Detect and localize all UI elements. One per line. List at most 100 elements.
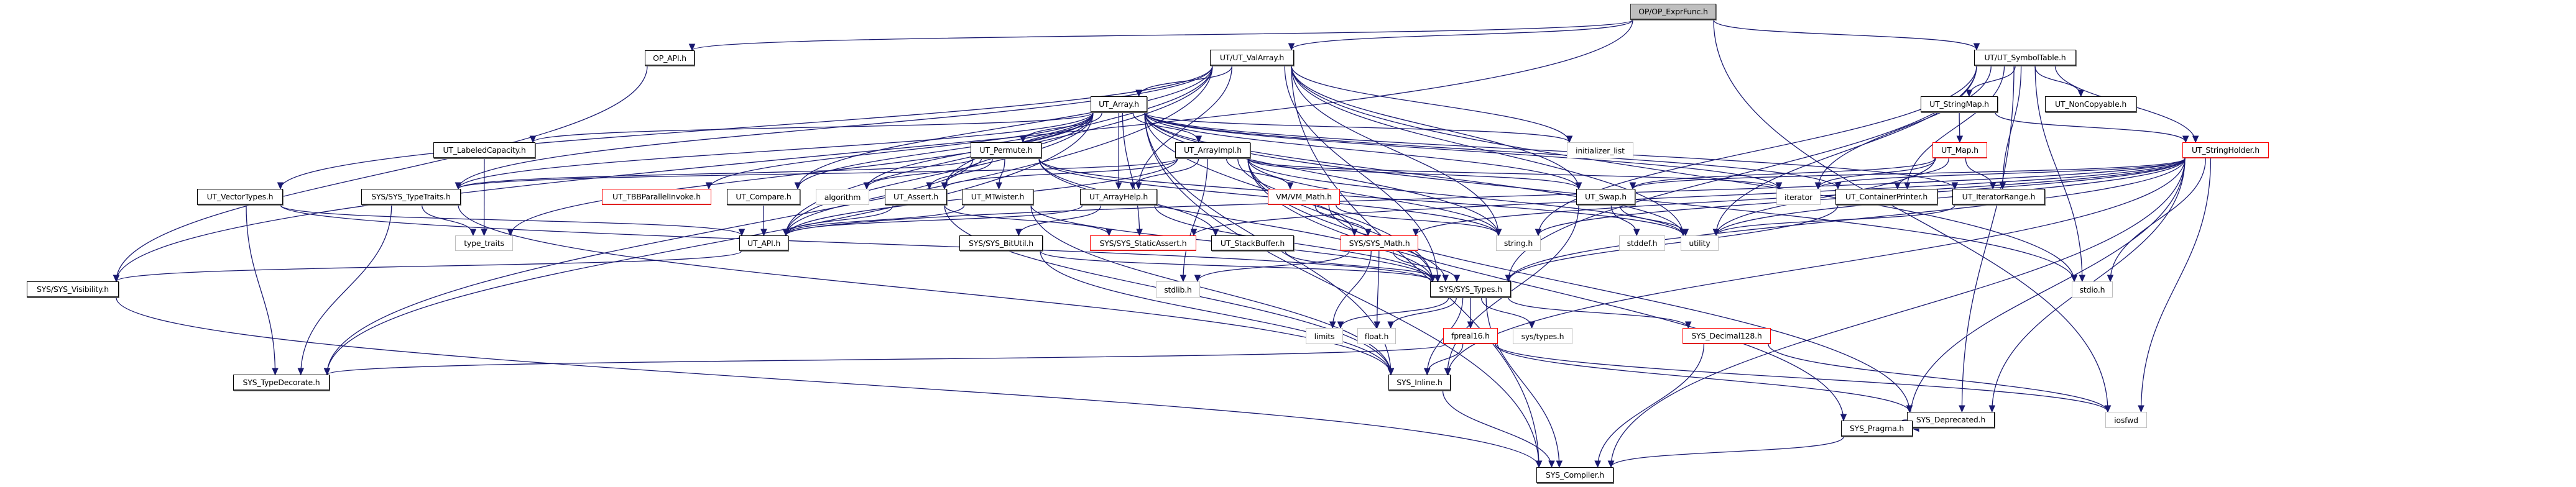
arrowhead-icon	[1442, 275, 1449, 283]
graph-node-systypes-h[interactable]: sys/types.h	[1513, 328, 1572, 344]
graph-node-initlist[interactable]: initializer_list	[1567, 142, 1633, 158]
arrowhead-icon	[1633, 229, 1640, 237]
graph-node-inline[interactable]: SYS_Inline.h	[1388, 375, 1451, 391]
edge-sys_types-to-systypes_h	[1480, 297, 1533, 329]
edge-contprinter-to-sys_types	[1508, 204, 1839, 282]
graph-node-assert[interactable]: UT_Assert.h	[885, 189, 947, 205]
graph-node-typetraits-h[interactable]: SYS/SYS_TypeTraits.h	[361, 189, 461, 205]
graph-node-ut-api[interactable]: UT_API.h	[739, 235, 788, 251]
graph-node-typedecorate[interactable]: SYS_TypeDecorate.h	[233, 375, 330, 391]
graph-node-op-api[interactable]: OP_API.h	[645, 50, 695, 66]
arrowhead-icon	[782, 229, 790, 237]
graph-node-string-h[interactable]: string.h	[1496, 235, 1541, 251]
edge-root-to-symtab	[1713, 19, 1977, 50]
arrowhead-icon	[2107, 275, 2114, 283]
graph-node-swap[interactable]: UT_Swap.h	[1576, 189, 1635, 205]
graph-node-algorithm[interactable]: algorithm	[816, 189, 869, 205]
arrowhead-icon	[2077, 89, 2084, 98]
graph-node-compare[interactable]: UT_Compare.h	[727, 189, 800, 205]
edge-valarray-to-compiler	[1291, 65, 1540, 468]
edge-ut_array-to-initlist	[1144, 112, 1570, 143]
graph-node-decimal128[interactable]: SYS_Decimal128.h	[1683, 328, 1771, 344]
graph-node-iosfwd[interactable]: iosfwd	[2105, 412, 2147, 428]
edge-root-to-op_api	[691, 19, 1633, 51]
arrowhead-icon	[1115, 182, 1122, 190]
graph-node-label: UT_ArrayImpl.h	[1183, 145, 1242, 155]
graph-node-vectortypes[interactable]: UT_VectorTypes.h	[197, 189, 283, 205]
edge-stringholder-to-compiler	[1610, 158, 2186, 468]
arrowhead-icon	[1434, 275, 1441, 283]
graph-node-limits[interactable]: limits	[1306, 328, 1343, 344]
graph-node-ut-map[interactable]: UT_Map.h	[1932, 142, 1987, 158]
graph-node-bitutil[interactable]: SYS/SYS_BitUtil.h	[959, 235, 1043, 251]
edge-ut_map-to-swap	[1632, 158, 1936, 189]
arrowhead-icon	[1337, 321, 1344, 329]
edge-arrayimpl-to-swap	[1247, 158, 1579, 189]
graph-node-mtwister[interactable]: UT_MTwister.h	[962, 189, 1033, 205]
graph-node-tbbinvoke[interactable]: UT_TBBParallelInvoke.h	[602, 189, 711, 205]
arrowhead-icon	[1956, 135, 1964, 143]
graph-node-sys-math[interactable]: SYS/SYS_Math.h	[1341, 235, 1418, 251]
graph-node-label: sys/types.h	[1521, 331, 1564, 341]
graph-node-stringmap[interactable]: UT_StringMap.h	[1921, 96, 1998, 112]
graph-node-pragma[interactable]: SYS_Pragma.h	[1841, 421, 1913, 437]
edge-ut_api-to-visibility	[116, 250, 742, 282]
graph-node-valarray[interactable]: UT/UT_ValArray.h	[1210, 50, 1294, 66]
edge-pragma-to-compiler	[1610, 436, 1844, 468]
graph-node-label: fpreal16.h	[1451, 331, 1490, 340]
graph-node-label: UT_IteratorRange.h	[1962, 192, 2036, 201]
graph-node-visibility[interactable]: SYS/SYS_Visibility.h	[27, 281, 119, 298]
arrowhead-icon	[1387, 321, 1394, 329]
arrowhead-icon	[1467, 321, 1474, 329]
graph-node-ut-array[interactable]: UT_Array.h	[1091, 96, 1147, 112]
graph-node-arrayimpl[interactable]: UT_ArrayImpl.h	[1175, 142, 1250, 158]
graph-node-arrayhelp[interactable]: UT_ArrayHelp.h	[1080, 189, 1157, 205]
arrowhead-icon	[529, 135, 537, 143]
arrowhead-icon	[1495, 229, 1502, 237]
edge-root-to-valarray	[1291, 19, 1633, 50]
arrowhead-icon	[1444, 368, 1451, 376]
graph-node-utility[interactable]: utility	[1681, 235, 1719, 251]
graph-node-stdio[interactable]: stdio.h	[2072, 281, 2113, 298]
graph-node-root[interactable]: OP/OP_ExprFunc.h	[1630, 4, 1716, 20]
graph-node-iterator[interactable]: iterator	[1776, 189, 1821, 205]
graph-node-label: UT_Assert.h	[893, 192, 939, 201]
graph-node-label: UT_MTwister.h	[971, 192, 1025, 201]
arrowhead-icon	[1387, 368, 1395, 376]
graph-node-contprinter[interactable]: UT_ContainerPrinter.h	[1835, 189, 1937, 205]
graph-node-stringholder[interactable]: UT_StringHolder.h	[2182, 142, 2269, 158]
graph-node-stdlib[interactable]: stdlib.h	[1156, 281, 1200, 298]
graph-node-stddef[interactable]: stddef.h	[1619, 235, 1665, 251]
edge-symtab-to-deprecated	[1961, 65, 2015, 412]
edge-valarray-to-typedecorate	[326, 65, 1213, 375]
graph-node-labeledcap[interactable]: UT_LabeledCapacity.h	[433, 142, 535, 158]
graph-node-fpreal16[interactable]: fpreal16.h	[1443, 328, 1498, 344]
graph-node-staticassert[interactable]: SYS/SYS_StaticAssert.h	[1090, 235, 1196, 251]
edge-root-to-visibility	[116, 19, 1633, 282]
graph-node-label: SYS/SYS_StaticAssert.h	[1099, 238, 1187, 248]
graph-node-deprecated[interactable]: SYS_Deprecated.h	[1907, 412, 1995, 428]
graph-node-vm-math[interactable]: VM/VM_Math.h	[1268, 189, 1340, 205]
edge-fpreal16-to-inline	[1426, 344, 1464, 375]
edge-ut_array-to-swap	[1144, 112, 1579, 189]
arrowhead-icon	[1594, 460, 1601, 468]
graph-node-noncopy[interactable]: UT_NonCopyable.h	[2045, 96, 2136, 112]
graph-node-type-traits[interactable]: type_traits	[455, 235, 513, 251]
edge-assert-to-ut_api	[785, 204, 893, 236]
graph-node-permute[interactable]: UT_Permute.h	[971, 142, 1041, 158]
edge-inline-to-compiler	[1442, 390, 1553, 468]
graph-node-float-h[interactable]: float.h	[1357, 328, 1396, 344]
arrowhead-icon	[297, 368, 305, 376]
arrowhead-icon	[863, 182, 870, 190]
graph-node-stackbuffer[interactable]: UT_StackBuffer.h	[1211, 235, 1294, 251]
graph-node-compiler[interactable]: SYS_Compiler.h	[1536, 467, 1613, 483]
graph-node-iterrange[interactable]: UT_IteratorRange.h	[1952, 189, 2045, 205]
arrowhead-icon	[1288, 43, 1295, 51]
graph-node-label: UT_Map.h	[1941, 145, 1978, 155]
graph-node-label: type_traits	[464, 239, 504, 248]
arrowhead-icon	[2182, 135, 2189, 143]
graph-node-sys-types[interactable]: SYS/SYS_Types.h	[1430, 281, 1511, 298]
graph-node-label: SYS_Deprecated.h	[1916, 415, 1986, 424]
edge-fpreal16-to-iosfwd	[1495, 344, 2108, 412]
graph-node-symtab[interactable]: UT/UT_SymbolTable.h	[1974, 50, 2076, 66]
